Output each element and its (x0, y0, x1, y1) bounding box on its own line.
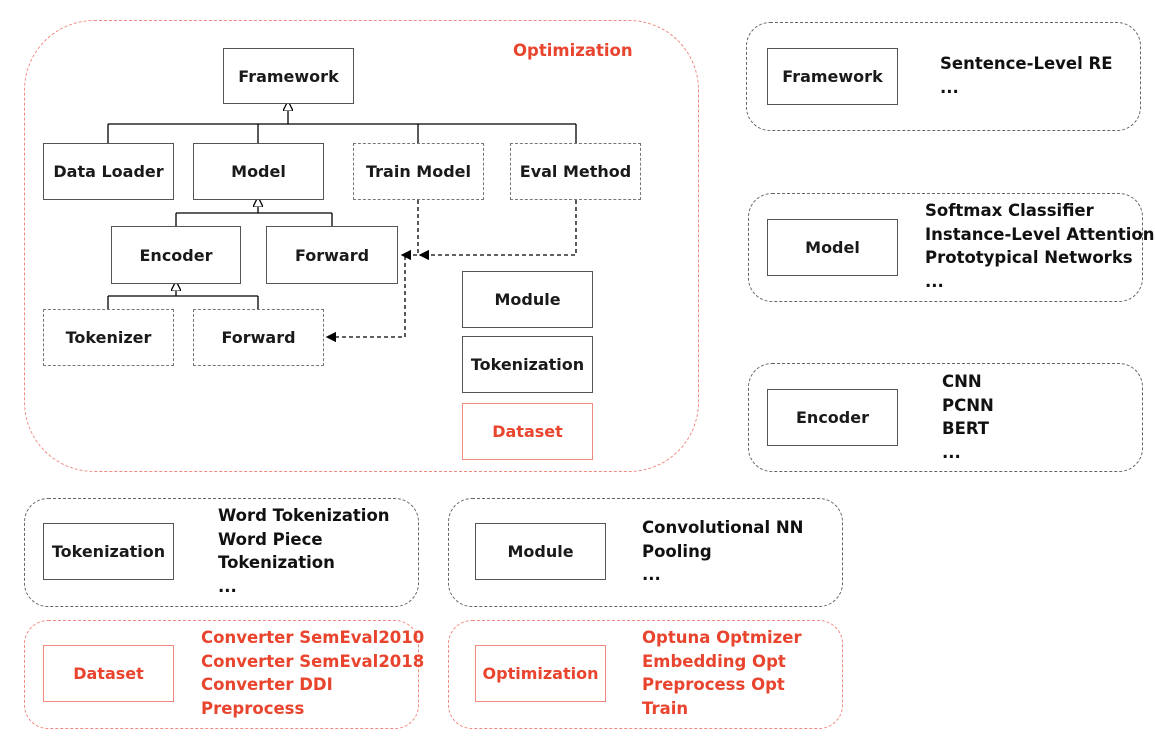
forward-model-node: Forward (266, 226, 398, 284)
data-loader-node: Data Loader (43, 143, 174, 200)
encoder-card-items: CNN PCNN BERT ... (942, 370, 994, 464)
optimization-card-label: Optimization (475, 645, 606, 702)
encoder-card (748, 363, 1143, 472)
list-item: Optuna Optmizer (642, 628, 802, 647)
tokenization-card (24, 498, 419, 607)
module-card-items: Convolutional NN Pooling ... (642, 516, 803, 587)
list-item: Tokenization (218, 553, 335, 572)
list-item: Converter SemEval2010 (201, 628, 425, 647)
list-item: ... (218, 576, 237, 596)
dataset-card-items: Converter SemEval2010 Converter SemEval2… (201, 626, 424, 720)
list-item: Convolutional NN (642, 518, 804, 537)
list-item: BERT (942, 419, 990, 438)
forward-encoder-node: Forward (193, 309, 324, 366)
model-card-items: Softmax Classifier Instance-Level Attent… (925, 199, 1154, 293)
encoder-node: Encoder (111, 226, 241, 284)
dataset-card (24, 620, 419, 729)
eval-method-node: Eval Method (510, 143, 641, 200)
list-item: Converter SemEval2018 (201, 651, 425, 671)
list-item: Preprocess Opt (642, 675, 785, 694)
module-card-label: Module (475, 523, 606, 580)
dataset-card-label: Dataset (43, 645, 174, 702)
framework-card-items: Sentence-Level RE ... (940, 52, 1113, 99)
list-item: ... (925, 271, 944, 291)
train-model-node: Train Model (353, 143, 484, 200)
dataset-node: Dataset (462, 403, 593, 460)
list-item: Instance-Level Attention (925, 224, 1155, 244)
list-item: Embedding Opt (642, 651, 786, 671)
encoder-card-label: Encoder (767, 389, 898, 446)
model-card-label: Model (767, 219, 898, 276)
list-item: ... (940, 77, 959, 97)
optimization-card-items: Optuna Optmizer Embedding Opt Preprocess… (642, 626, 802, 720)
list-item: Preprocess (201, 698, 305, 718)
framework-card-label: Framework (767, 48, 898, 105)
list-item: Softmax Classifier (925, 201, 1094, 220)
tokenizer-node: Tokenizer (43, 309, 174, 366)
list-item: Word Tokenization (218, 506, 390, 525)
framework-architecture-panel (24, 20, 699, 472)
list-item: Prototypical Networks (925, 248, 1133, 267)
list-item: Train (642, 698, 689, 718)
model-card (748, 193, 1143, 302)
list-item: CNN (942, 372, 982, 391)
list-item: ... (642, 565, 661, 584)
list-item: Sentence-Level RE (940, 54, 1113, 73)
tokenization-node: Tokenization (462, 336, 593, 393)
framework-card (746, 22, 1141, 131)
module-card (448, 498, 843, 607)
list-item: Pooling (642, 541, 712, 561)
list-item: Word Piece (218, 529, 323, 549)
framework-node: Framework (223, 48, 354, 104)
list-item: PCNN (942, 395, 994, 415)
list-item: ... (942, 442, 961, 462)
list-item: Converter DDI (201, 675, 333, 694)
tokenization-card-label: Tokenization (43, 523, 174, 580)
tokenization-card-items: Word Tokenization Word Piece Tokenizatio… (218, 504, 390, 598)
optimization-title: Optimization (513, 41, 633, 60)
optimization-card (448, 620, 843, 729)
module-node: Module (462, 271, 593, 328)
model-node: Model (193, 143, 324, 200)
